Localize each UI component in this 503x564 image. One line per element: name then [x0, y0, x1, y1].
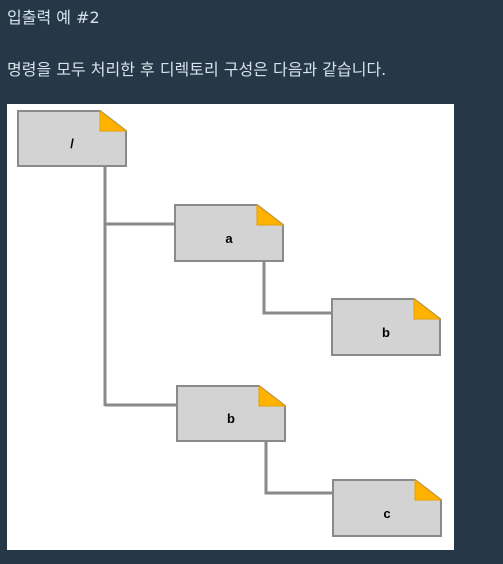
directory-tree-figure: / a b b c [7, 104, 454, 550]
directory-tree-diagram: / a b b c [17, 109, 443, 537]
node-root: / [17, 109, 128, 167]
node-a-b-fold [413, 297, 442, 320]
node-b-c-label: c [383, 506, 390, 521]
section-heading: 입출력 예 #2 [7, 8, 100, 27]
section-description: 명령을 모두 처리한 후 디렉토리 구성은 다음과 같습니다. [7, 60, 387, 79]
tree-connectors [103, 166, 333, 495]
node-root-label: / [70, 136, 74, 151]
node-b: b [176, 384, 287, 442]
node-b-c: c [332, 478, 443, 537]
node-b-box [176, 385, 286, 442]
node-a: a [174, 203, 285, 262]
connector-a-b [262, 262, 332, 315]
connector-b-c [264, 442, 333, 495]
node-b-fold [258, 384, 287, 407]
node-a-b-box [331, 298, 441, 356]
node-a-box [174, 204, 284, 262]
node-b-c-fold [414, 478, 443, 501]
node-a-fold [256, 203, 285, 226]
node-b-c-box [332, 479, 442, 537]
node-b-label: b [227, 411, 235, 426]
node-root-fold [99, 109, 128, 132]
node-a-label: a [225, 231, 233, 246]
node-a-b-label: b [382, 325, 390, 340]
node-root-box [17, 110, 127, 167]
node-a-b: b [331, 297, 442, 356]
